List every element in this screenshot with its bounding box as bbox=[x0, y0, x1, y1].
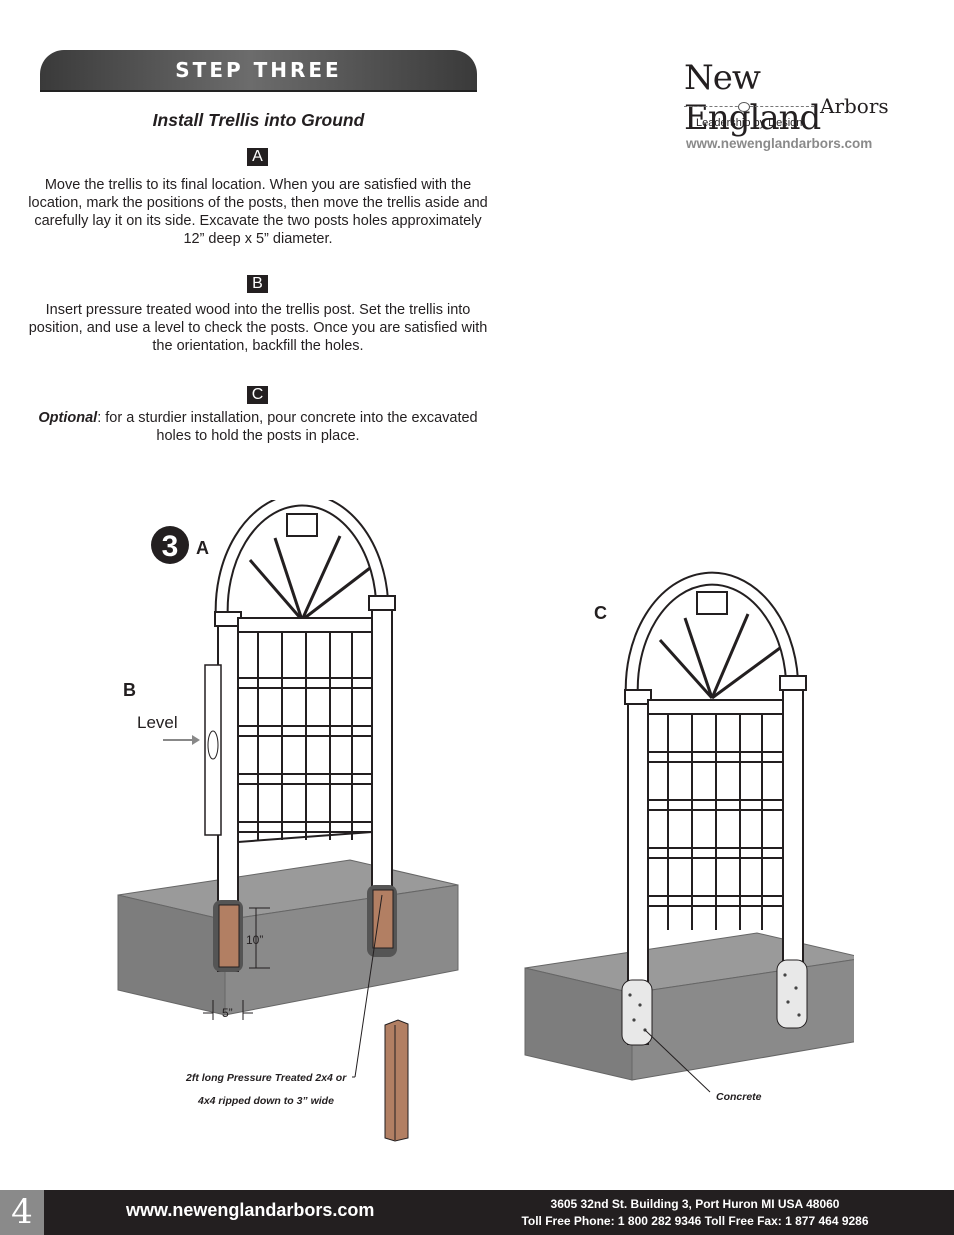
figure-label-c: C bbox=[594, 603, 607, 623]
step-title: STEP THREE bbox=[175, 58, 342, 82]
level-label: Level bbox=[137, 713, 178, 732]
footer-contact: 3605 32nd St. Building 3, Port Huron MI … bbox=[500, 1196, 890, 1230]
loose-wood-piece bbox=[352, 894, 409, 1142]
step-c-body: : for a sturdier installation, pour conc… bbox=[97, 410, 478, 444]
step-c-badge: C bbox=[247, 386, 268, 404]
ground-block-left bbox=[117, 859, 459, 1016]
step-b-text: Insert pressure treated wood into the tr… bbox=[28, 302, 488, 354]
concrete-footings bbox=[621, 959, 808, 1093]
depth-label: 10” bbox=[246, 933, 263, 947]
step-number-badge bbox=[151, 526, 189, 564]
trellis-a bbox=[214, 500, 396, 972]
width-dimension: 5” bbox=[203, 1000, 253, 1020]
step-a-badge: A bbox=[247, 148, 268, 166]
footer-phone: Toll Free Phone: 1 800 282 9346 Toll Fre… bbox=[521, 1214, 869, 1228]
logo-url: www.newenglandarbors.com bbox=[686, 136, 873, 151]
logo-sub: Arbors bbox=[820, 94, 889, 118]
installation-illustration: 3 A B C Level bbox=[117, 500, 854, 1142]
page-number: 4 bbox=[0, 1190, 44, 1235]
figure-label-b: B bbox=[123, 680, 136, 700]
wood-label-line1: 2ft long Pressure Treated 2x4 or bbox=[185, 1072, 347, 1084]
trellis-c bbox=[624, 571, 807, 1045]
wood-posts-in-ground bbox=[213, 885, 397, 972]
ground-block-right bbox=[524, 932, 854, 1081]
figure-label-a: A bbox=[196, 538, 209, 558]
step-header-band: STEP THREE bbox=[40, 50, 477, 92]
logo-ornament-icon bbox=[738, 102, 750, 112]
footer-bar bbox=[0, 1190, 954, 1235]
step-c-text: Optional: for a sturdier installation, p… bbox=[28, 409, 488, 445]
concrete-label: Concrete bbox=[716, 1091, 762, 1103]
step-number: 3 bbox=[162, 530, 179, 563]
step-b-badge: B bbox=[247, 275, 268, 293]
width-label: 5” bbox=[222, 1006, 233, 1020]
level-tool: Level bbox=[137, 664, 222, 836]
page-subtitle: Install Trellis into Ground bbox=[152, 110, 365, 130]
wood-label-line2: 4x4 ripped down to 3” wide bbox=[197, 1095, 334, 1107]
depth-dimension: 10” bbox=[246, 907, 270, 969]
footer-address: 3605 32nd St. Building 3, Port Huron MI … bbox=[550, 1197, 840, 1211]
logo-name: New England bbox=[684, 58, 821, 138]
footer-url: www.newenglandarbors.com bbox=[126, 1200, 375, 1220]
brand-logo: New England Arbors Leadership by Design bbox=[680, 58, 900, 158]
logo-tagline: Leadership by Design bbox=[696, 117, 803, 129]
step-a-text: Move the trellis to its final location. … bbox=[28, 177, 488, 247]
step-c-emphasis: Optional bbox=[38, 410, 98, 426]
